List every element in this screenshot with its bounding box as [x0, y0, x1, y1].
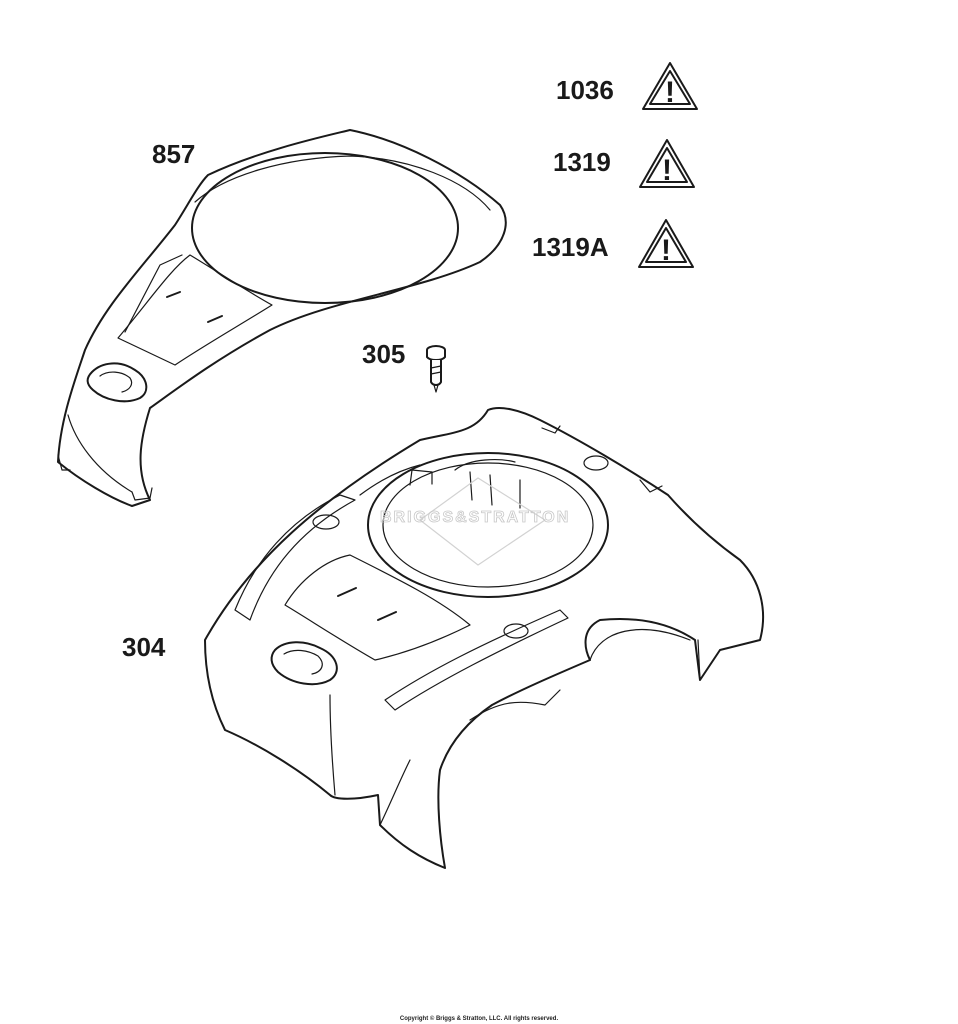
blower-housing-part: BRIGGS&STRATTON	[204, 407, 764, 869]
watermark-logo	[418, 477, 547, 566]
callout-1319: 1319	[553, 147, 611, 177]
watermark-text: BRIGGS&STRATTON	[380, 509, 570, 526]
callout-1319a: 1319A	[532, 232, 609, 262]
callout-304: 304	[122, 632, 166, 662]
shroud-cover-part	[57, 129, 507, 507]
copyright-notice: Copyright © Briggs & Stratton, LLC. All …	[400, 1015, 559, 1022]
warning-mark: !	[665, 76, 675, 109]
warning-triangle-icon: !	[639, 139, 695, 188]
screw-part	[426, 345, 446, 393]
callout-305: 305	[362, 339, 405, 369]
warning-mark: !	[662, 154, 672, 187]
callout-857: 857	[152, 139, 195, 169]
callout-1036: 1036	[556, 75, 614, 105]
warning-mark: !	[661, 234, 671, 267]
warning-triangle-icon: !	[642, 62, 698, 110]
warning-triangle-icon: !	[638, 219, 694, 268]
